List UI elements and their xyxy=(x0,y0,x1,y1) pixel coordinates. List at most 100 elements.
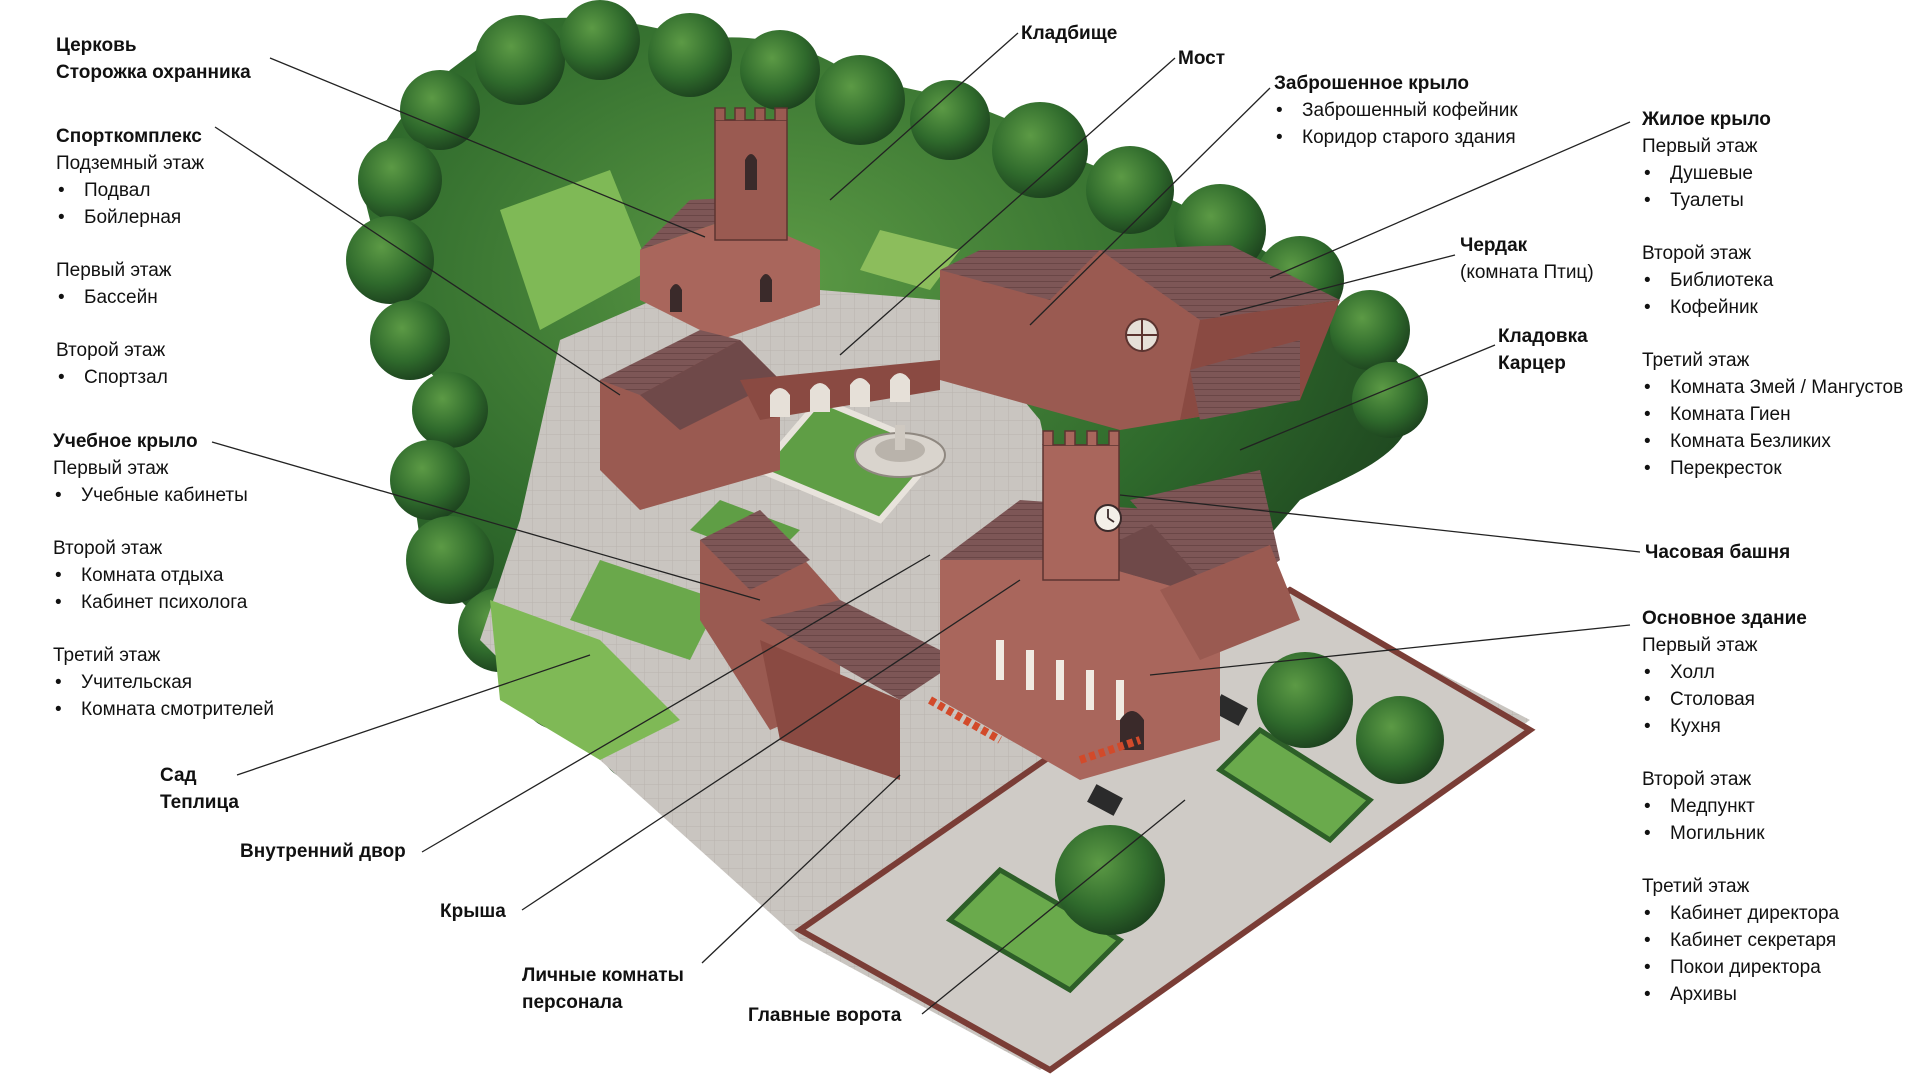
residential-item: Комната Гиен xyxy=(1642,401,1903,428)
residential-item: Туалеты xyxy=(1642,187,1903,214)
staff-line-2: персонала xyxy=(522,992,623,1013)
label-bridge: Мост xyxy=(1178,45,1225,72)
storage-line-2: Карцер xyxy=(1498,353,1566,374)
tree-canopy xyxy=(346,216,434,304)
main-title: Основное здание xyxy=(1642,608,1807,629)
church-line-2: Сторожка охранника xyxy=(56,62,251,83)
fountain xyxy=(854,425,946,478)
main-floor-2: Третий этаж xyxy=(1642,876,1750,897)
label-main-gate: Главные ворота xyxy=(748,1002,901,1029)
tree-canopy xyxy=(648,13,732,97)
sport-item: Бассейн xyxy=(56,284,204,311)
tree-canopy xyxy=(1330,290,1410,370)
label-staff-rooms: Личные комнаты персонала xyxy=(522,962,684,1016)
cemetery-line: Кладбище xyxy=(1021,23,1118,44)
leader-line-attic xyxy=(1219,254,1456,316)
leader-line-courtyard xyxy=(421,554,931,853)
residential-item: Комната Змей / Мангустов xyxy=(1642,374,1903,401)
garden-line-1: Сад xyxy=(160,765,197,786)
residential-wing-building xyxy=(940,245,1340,430)
tree-canopy xyxy=(1086,146,1174,234)
leader-line-residential xyxy=(1269,121,1631,279)
tree-canopy xyxy=(910,80,990,160)
bridge-line: Мост xyxy=(1178,48,1226,69)
label-garden: Сад Теплица xyxy=(160,762,239,816)
abandoned-title: Заброшенное крыло xyxy=(1274,73,1469,94)
leader-line-gate xyxy=(921,799,1186,1015)
front-yard xyxy=(794,586,1536,1074)
leader-line-main xyxy=(1149,624,1631,676)
leader-line-staff xyxy=(701,774,901,964)
sport-complex-building xyxy=(600,330,940,510)
leader-line-garden xyxy=(236,654,591,776)
church-line-1: Церковь xyxy=(56,35,137,56)
tree-canopy xyxy=(390,440,470,520)
lawns xyxy=(490,170,960,760)
attic-sub: (комната Птиц) xyxy=(1460,262,1594,283)
label-roof: Крыша xyxy=(440,898,506,925)
label-clock-tower: Часовая башня xyxy=(1645,539,1790,566)
residential-item: Библиотека xyxy=(1642,267,1903,294)
study-item: Кабинет психолога xyxy=(53,589,274,616)
residential-floor-0: Первый этаж xyxy=(1642,136,1758,157)
teaching-wing-building xyxy=(700,510,960,780)
tree-canopy xyxy=(475,15,565,105)
main-item: Кабинет секретаря xyxy=(1642,927,1839,954)
leader-line-clock xyxy=(1119,494,1641,553)
tree-canopy xyxy=(370,300,450,380)
residential-item: Комната Безликих xyxy=(1642,428,1903,455)
label-abandoned-wing: Заброшенное крыло Заброшенный кофейник К… xyxy=(1274,70,1518,151)
tree-canopy xyxy=(412,372,488,448)
abandoned-item: Коридор старого здания xyxy=(1274,124,1518,151)
tree-canopy xyxy=(358,138,442,222)
tree-canopy xyxy=(740,30,820,110)
study-floor-1: Второй этаж xyxy=(53,538,163,559)
residential-item: Кофейник xyxy=(1642,294,1903,321)
study-item: Учебные кабинеты xyxy=(53,482,274,509)
main-floor-0: Первый этаж xyxy=(1642,635,1758,656)
study-item: Комната смотрителей xyxy=(53,696,274,723)
study-item: Учительская xyxy=(53,669,274,696)
label-study-wing: Учебное крыло Первый этаж Учебные кабине… xyxy=(53,428,274,723)
storage-line-1: Кладовка xyxy=(1498,326,1588,347)
sport-item: Подвал xyxy=(56,177,204,204)
tree-canopy xyxy=(560,0,640,80)
main-item: Архивы xyxy=(1642,981,1839,1008)
sport-floor-1: Первый этаж xyxy=(56,260,172,281)
main-item: Столовая xyxy=(1642,686,1839,713)
label-cemetery: Кладбище xyxy=(1021,20,1117,47)
label-sport-complex: Спорткомплекс Подземный этаж Подвал Бойл… xyxy=(56,123,204,391)
leader-line-bridge xyxy=(839,57,1176,356)
main-item: Кухня xyxy=(1642,713,1839,740)
courtyard-line: Внутренний двор xyxy=(240,841,406,862)
study-item: Комната отдыха xyxy=(53,562,274,589)
sport-title: Спорткомплекс xyxy=(56,126,202,147)
residential-floor-1: Второй этаж xyxy=(1642,243,1752,264)
leader-line-sport xyxy=(214,126,621,396)
sport-item: Бойлерная xyxy=(56,204,204,231)
leader-line-roof xyxy=(521,579,1021,911)
label-storage: Кладовка Карцер xyxy=(1498,323,1588,377)
tree-canopy xyxy=(992,102,1088,198)
attic-title: Чердак xyxy=(1460,235,1528,256)
main-item: Покои директора xyxy=(1642,954,1839,981)
roof-line: Крыша xyxy=(440,901,506,922)
gate-line: Главные ворота xyxy=(748,1005,902,1026)
main-item: Холл xyxy=(1642,659,1839,686)
church xyxy=(640,107,820,340)
leader-line-study xyxy=(211,441,761,601)
main-floor-1: Второй этаж xyxy=(1642,769,1752,790)
sport-floor-2: Второй этаж xyxy=(56,340,166,361)
label-attic: Чердак (комната Птиц) xyxy=(1460,232,1594,286)
main-item: Могильник xyxy=(1642,820,1839,847)
sport-item: Спортзал xyxy=(56,364,204,391)
leader-line-cemetery xyxy=(829,32,1019,201)
label-main-building: Основное здание Первый этаж Холл Столова… xyxy=(1642,605,1839,1008)
main-item: Кабинет директора xyxy=(1642,900,1839,927)
label-residential-wing: Жилое крыло Первый этаж Душевые Туалеты … xyxy=(1642,106,1903,482)
study-title: Учебное крыло xyxy=(53,431,198,452)
residential-floor-2: Третий этаж xyxy=(1642,350,1750,371)
residential-item: Душевые xyxy=(1642,160,1903,187)
